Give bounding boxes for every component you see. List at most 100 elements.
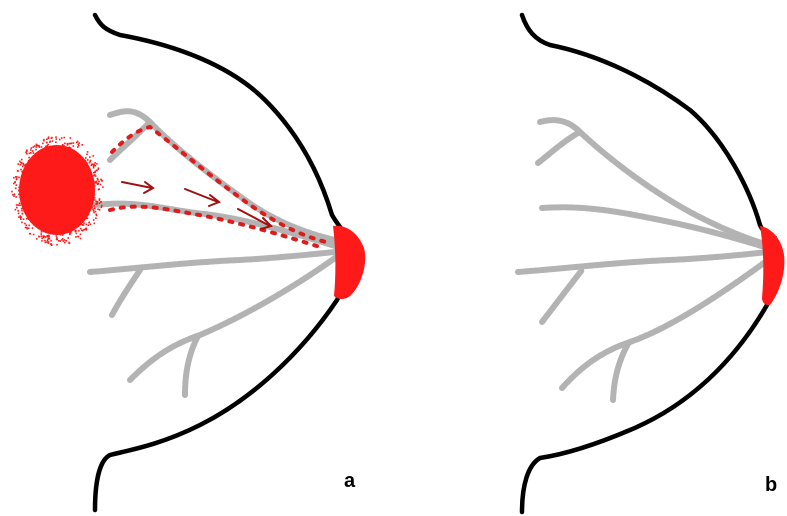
tumor-speckle	[57, 189, 59, 191]
tumor-speckle	[77, 207, 79, 209]
tumor-speckle	[34, 164, 36, 166]
tumor-speckle	[36, 183, 38, 185]
tumor-speckle	[65, 182, 67, 184]
tumor-speckle	[33, 234, 35, 236]
tumor-speckle	[94, 197, 96, 199]
tumor-speckle	[64, 183, 66, 185]
tumor-speckle	[63, 145, 65, 147]
tumor-speckle	[62, 234, 64, 236]
tumor-speckle	[94, 174, 96, 176]
tumor-speckle	[21, 171, 23, 173]
tumor-speckle	[18, 194, 20, 196]
tumor-speckle	[48, 236, 50, 238]
tumor-speckle	[94, 208, 96, 210]
nipple	[333, 226, 365, 299]
tumor-speckle	[20, 164, 22, 166]
tumor-speckle	[35, 170, 37, 172]
panel-a	[11, 15, 365, 510]
tumor-speckle	[20, 218, 22, 220]
tumor-speckle	[30, 197, 32, 199]
tumor-speckle	[61, 190, 63, 192]
tumor-speckle	[89, 189, 91, 191]
tumor-speckle	[67, 203, 69, 205]
tumor-speckle	[73, 161, 75, 163]
tumor-speckle	[21, 181, 23, 183]
tumor-speckle	[39, 220, 41, 222]
tumor-speckle	[81, 202, 83, 204]
duct-upper-branch	[538, 132, 580, 163]
tumor-speckle	[16, 184, 18, 186]
tumor-speckle	[82, 215, 84, 217]
tumor-speckle	[50, 233, 52, 235]
tumor-speckle	[52, 140, 54, 142]
tumor-speckle	[56, 220, 58, 222]
tumor-speckle	[63, 180, 65, 182]
tumor-speckle	[44, 166, 46, 168]
tumor-speckle	[68, 181, 70, 183]
tumor-speckle	[42, 150, 44, 152]
tumor-speckle	[59, 139, 61, 141]
tumor-speckle	[98, 181, 100, 183]
tumor-speckle	[61, 196, 63, 198]
tumor-speckle	[79, 164, 81, 166]
tumor-speckle	[90, 224, 92, 226]
tumor-speckle	[62, 204, 64, 206]
tumor-speckle	[63, 207, 65, 209]
tumor-speckle	[55, 141, 57, 143]
tumor-speckle	[69, 205, 71, 207]
tumor-speckle	[35, 146, 37, 148]
tumor-speckle	[93, 205, 95, 207]
tumor-speckle	[92, 197, 94, 199]
tumor-speckle	[28, 218, 30, 220]
tumor-speckle	[53, 158, 55, 160]
tumor-speckle	[22, 166, 24, 168]
tumor-speckle	[60, 197, 62, 199]
tumor-speckle	[48, 138, 50, 140]
tumor-speckle	[40, 212, 42, 214]
tumor-speckle	[91, 195, 93, 197]
tumor-speckle	[85, 160, 87, 162]
tumor-speckle	[40, 233, 42, 235]
tumor-speckle	[56, 165, 58, 167]
tumor-speckle	[56, 138, 58, 140]
panel-b	[518, 15, 784, 512]
tumor-speckle	[76, 233, 78, 235]
tumor-speckle	[25, 195, 27, 197]
tumor-speckle	[36, 213, 38, 215]
tumor-speckle	[18, 213, 20, 215]
tumor-speckle	[42, 143, 44, 145]
tumor-speckle	[21, 210, 23, 212]
tumor-speckle	[35, 178, 37, 180]
tumor-speckle	[26, 189, 28, 191]
tumor-speckle	[100, 184, 102, 186]
tumor-speckle	[96, 170, 98, 172]
tumor-speckle	[17, 170, 19, 172]
tumor-speckle	[47, 240, 49, 242]
tumor-speckle	[89, 222, 91, 224]
tumor-speckle	[38, 165, 40, 167]
tumor-speckle	[76, 210, 78, 212]
tumor-speckle	[100, 179, 102, 181]
tumor-speckle	[76, 168, 78, 170]
tumor-speckle	[77, 146, 79, 148]
nipple	[760, 226, 784, 305]
tumor-speckle	[95, 201, 97, 203]
tumor-speckle	[73, 185, 75, 187]
tumor-speckle	[59, 180, 61, 182]
tumor-speckle	[25, 152, 27, 154]
tumor-speckle	[86, 228, 88, 230]
tumor-speckle	[79, 194, 81, 196]
tumor-mass	[11, 136, 104, 246]
tumor-speckle	[64, 239, 66, 241]
tumor-speckle	[60, 199, 62, 201]
tumor-speckle	[38, 174, 40, 176]
tumor-speckle	[58, 240, 60, 242]
tumor-speckle	[54, 163, 56, 165]
tumor-speckle	[85, 157, 87, 159]
tumor-speckle	[76, 190, 78, 192]
tumor-speckle	[63, 157, 65, 159]
tumor-speckle	[42, 214, 44, 216]
tumor-speckle	[75, 162, 77, 164]
